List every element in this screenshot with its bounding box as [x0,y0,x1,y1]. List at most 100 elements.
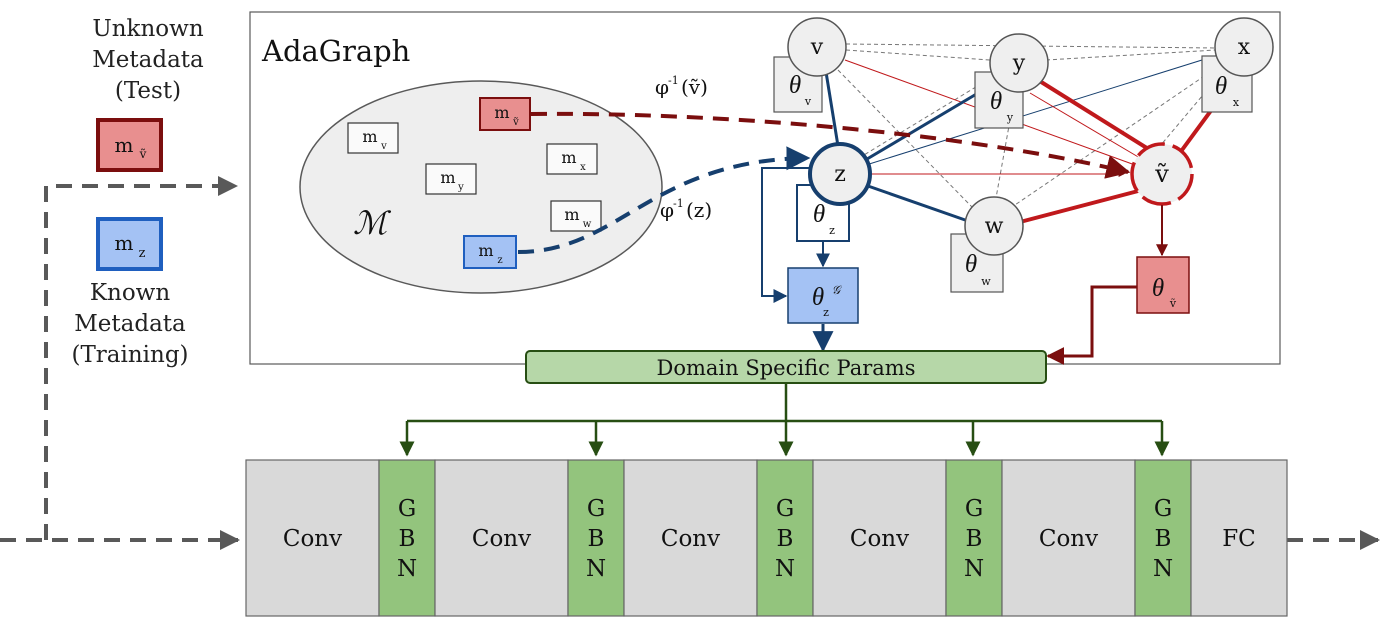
unknown-metadata-line-1: Unknown [92,16,204,42]
theta-v-base: θ [789,72,801,99]
metadata-item-mw: m w [550,200,602,232]
graph-node-x: x [1214,17,1274,77]
gbn-block-letter: G [776,496,794,522]
phi-train-arg: (z) [686,198,712,222]
metadata-item-mvt-sub: ṽ [512,117,519,128]
graph-node-v: v [787,17,847,77]
theta-z-base: θ [813,201,825,228]
adagraph-title: AdaGraph [261,34,410,68]
conv-block-label: Conv [472,526,531,552]
phi-train-sup: -1 [673,197,684,210]
edge-w-vt-red [1019,188,1143,224]
domain-params-distribution [399,384,1170,457]
domain-specific-params-label: Domain Specific Params [657,356,916,380]
metadata-item-mvt: m ṽ [479,97,531,131]
graph-node-vt-label: ṽ [1154,160,1169,188]
edge-z-x-blue [865,54,1219,166]
known-metadata-line-2: Metadata [74,311,186,337]
theta-vt-sub: ṽ [1169,297,1177,310]
gbn-block-letter: G [587,496,605,522]
fc-block-label: FC [1222,526,1256,552]
known-metadata-box-sub: z [139,246,146,261]
theta-z-sub: z [829,224,835,237]
graph-node-y: y [989,33,1049,93]
known-metadata-box: m z [96,217,163,271]
gbn-block-letter: N [964,556,984,582]
unknown-metadata-box-sub: ṽ [139,147,147,161]
edge-y-w-dashed [995,86,1017,199]
phi-inverse-test-label: φ -1 (ṽ) [655,74,708,99]
metadata-item-mw-base: m [564,205,579,224]
conv-block [1001,459,1136,617]
metadata-item-mx-sub: x [580,162,586,173]
unknown-metadata-line-2: Metadata [92,47,204,73]
metadata-set-symbol: ℳ [353,205,392,241]
theta-y-base: θ [990,88,1002,115]
theta-w-base: θ [965,251,977,278]
gbn-block-letter: G [398,496,416,522]
gbn-block [567,459,625,617]
known-metadata-box-base: m [115,231,134,255]
conv-block-label: Conv [850,526,909,552]
edge-x-w-dashed [1011,63,1223,208]
gbn-block-letter: B [966,526,983,552]
gbn-block-letter: N [1153,556,1173,582]
metadata-item-mz-base: m [478,241,493,260]
conv-block [812,459,947,617]
known-metadata-line-1: Known [89,280,171,306]
graph-node-z-label: z [834,162,846,187]
conv-block-label: Conv [1039,526,1098,552]
phi-test-sup: -1 [668,74,679,87]
theta-zg-sup: 𝒢 [832,283,843,297]
edge-y-z-dashed [858,75,995,159]
theta-zg-sub: z [823,306,829,319]
metadata-item-mvt-base: m [494,103,509,122]
theta-vt-base: θ [1152,275,1164,302]
unknown-metadata-line-3: (Test) [114,78,182,104]
graph-node-w-label: w [985,214,1004,239]
conv-block [623,459,758,617]
gbn-block [756,459,814,617]
theta-x-base: θ [1215,73,1227,100]
metadata-item-my-sub: y [457,182,464,193]
edge-v-z-blue [824,71,840,147]
metadata-item-mz-sub: z [497,255,502,266]
gbn-block-letter: N [397,556,417,582]
unknown-metadata-label: Unknown Metadata (Test) [80,14,216,107]
gbn-block-letter: B [777,526,794,552]
metadata-item-mv: m v [347,122,399,154]
theta-v-sub: v [804,95,812,108]
conv-block [245,459,380,617]
gbn-block [1134,459,1192,617]
gbn-block-letter: G [1154,496,1172,522]
gbn-block-letter: B [399,526,416,552]
conv-block [434,459,569,617]
metadata-item-mv-sub: v [380,141,387,152]
gbn-block-letter: B [588,526,605,552]
unknown-metadata-box-base: m [115,133,134,157]
metadata-item-my: m y [425,163,477,195]
graph-node-v-label: v [810,35,824,60]
graph-node-vt: ṽ [1130,142,1194,206]
edge-z-w-blue [867,184,969,223]
phi-test-curve [530,111,1131,179]
theta-y-sub: y [1006,111,1014,124]
theta-w-sub: w [981,275,991,288]
gbn-block-letter: G [965,496,983,522]
gbn-block-letter: B [1155,526,1172,552]
fc-block [1190,459,1288,617]
edge-y-vt-red [1036,78,1152,152]
param-box-theta-zg: θ 𝒢 z [787,267,859,324]
edge-y-x-dashed [1045,49,1217,61]
conv-block-label: Conv [283,526,342,552]
metadata-item-mx: m x [546,143,598,175]
theta-zg-base: θ [812,284,824,311]
graph-node-y-label: y [1012,51,1026,76]
theta-vt-to-domain-params-arrow [1046,285,1137,365]
phi-test-arg: (ṽ) [681,75,708,99]
phi-inverse-train-label: φ -1 (z) [660,197,712,222]
metadata-item-mz: m z [463,235,517,269]
gbn-block [945,459,1003,617]
